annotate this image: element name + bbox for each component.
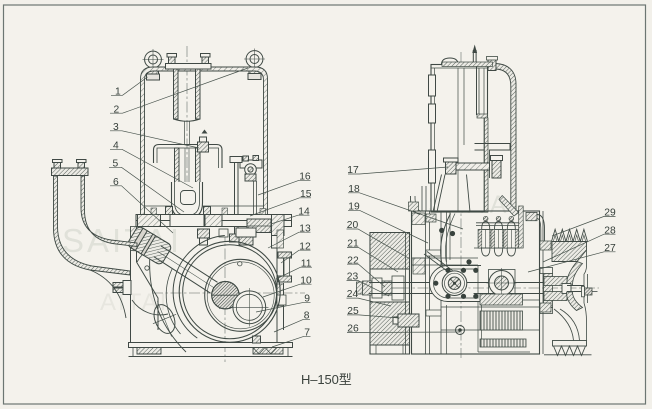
svg-text:19: 19 [348,201,360,212]
svg-text:6: 6 [113,177,119,188]
svg-text:13: 13 [299,223,311,234]
svg-text:2: 2 [114,104,120,115]
svg-text:24: 24 [347,289,359,300]
svg-text:26: 26 [347,324,359,335]
svg-text:22: 22 [347,255,359,266]
svg-text:21: 21 [347,239,359,250]
svg-text:14: 14 [298,206,310,217]
svg-text:15: 15 [300,189,312,200]
svg-text:28: 28 [604,225,616,236]
svg-text:17: 17 [347,165,359,176]
svg-text:H–150型: H–150型 [301,372,352,387]
svg-text:16: 16 [299,171,311,182]
svg-text:7: 7 [304,327,310,338]
svg-text:11: 11 [301,258,312,269]
svg-text:29: 29 [604,208,616,219]
svg-text:9: 9 [304,293,310,304]
svg-text:23: 23 [347,272,359,283]
svg-text:18: 18 [348,184,360,195]
svg-text:8: 8 [304,310,310,321]
svg-text:25: 25 [347,306,359,317]
svg-text:3: 3 [113,122,119,133]
svg-text:20: 20 [347,220,359,231]
svg-text:1: 1 [115,87,121,98]
svg-text:4: 4 [113,141,119,152]
svg-text:5: 5 [113,159,119,170]
svg-text:27: 27 [604,243,616,254]
svg-text:12: 12 [299,241,311,252]
svg-text:10: 10 [300,275,312,286]
